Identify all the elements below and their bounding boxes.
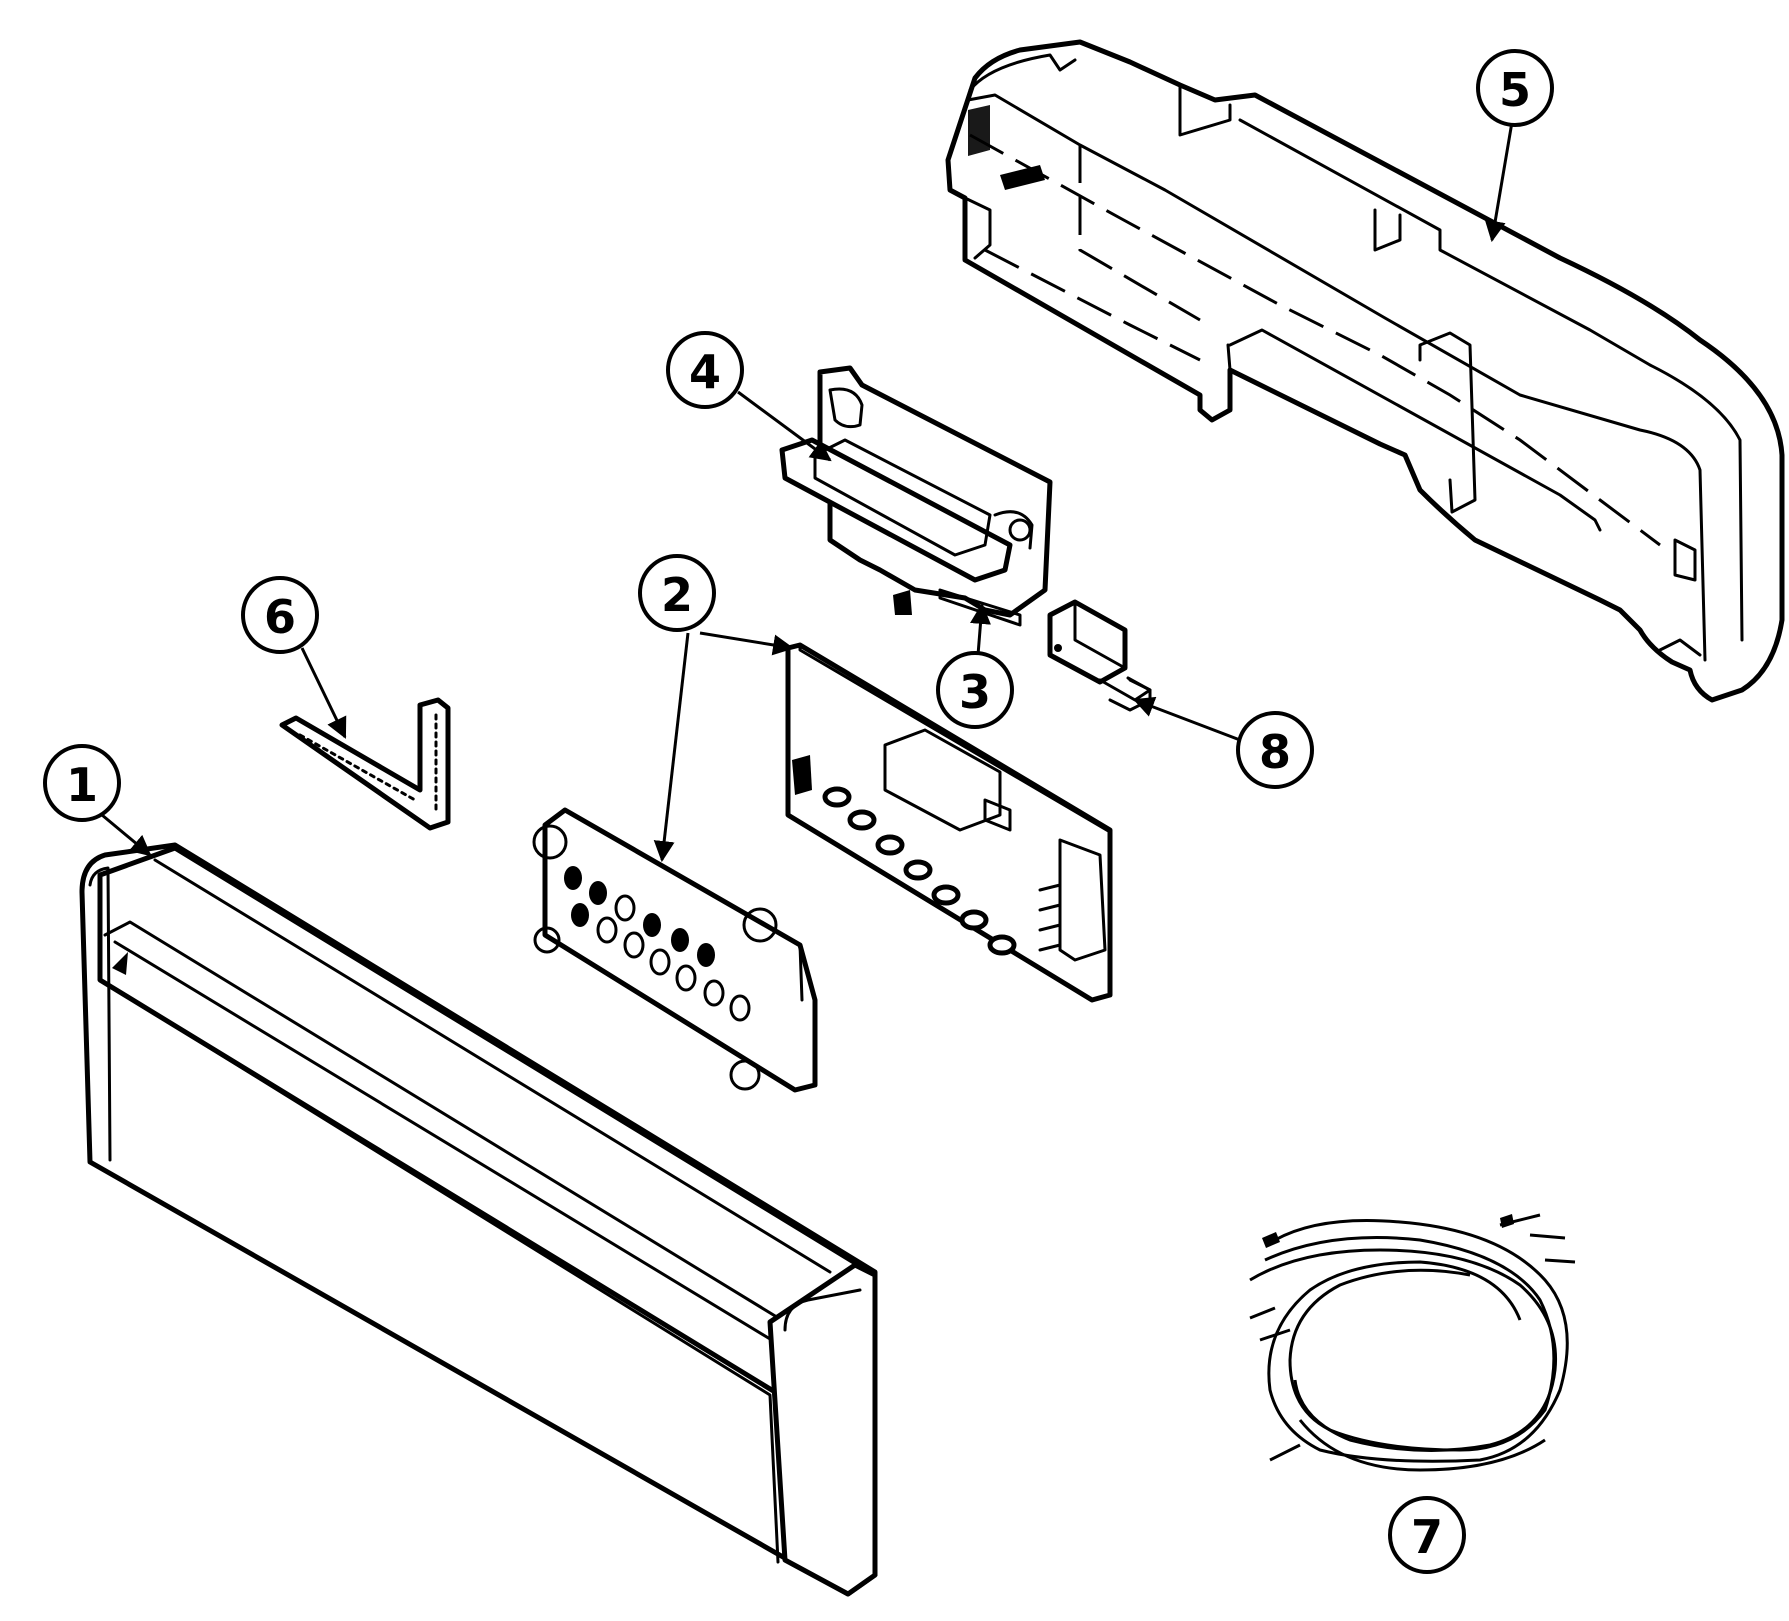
callout-3: 3 <box>936 651 1014 729</box>
callout-3-label: 3 <box>959 665 991 719</box>
wire-harness-icon <box>1249 1213 1576 1472</box>
leader-lines <box>101 121 1514 863</box>
control-housing-icon <box>945 39 1785 703</box>
callout-5: 5 <box>1476 49 1554 127</box>
micro-switch-icon <box>1047 599 1152 712</box>
callout-4-label: 4 <box>689 345 721 399</box>
latch-handle-icon <box>779 365 1053 627</box>
callout-7-label: 7 <box>1411 1510 1443 1564</box>
callout-8: 8 <box>1236 711 1314 789</box>
callout-1-label: 1 <box>66 758 98 812</box>
callout-6: 6 <box>241 576 319 654</box>
callout-1: 1 <box>43 744 121 822</box>
console-panel-icon <box>79 842 878 1597</box>
board-led-row <box>822 786 1017 956</box>
callout-4: 4 <box>666 331 744 409</box>
callout-8-label: 8 <box>1259 725 1291 779</box>
callout-2: 2 <box>638 554 716 632</box>
callout-6-label: 6 <box>264 590 296 644</box>
keypad-buttons <box>564 866 751 1022</box>
l-bracket-icon <box>279 697 451 831</box>
callout-2-label: 2 <box>661 568 693 622</box>
callout-5-label: 5 <box>1499 63 1531 117</box>
control-board-icon <box>532 642 1113 1093</box>
callout-7: 7 <box>1388 1496 1466 1574</box>
